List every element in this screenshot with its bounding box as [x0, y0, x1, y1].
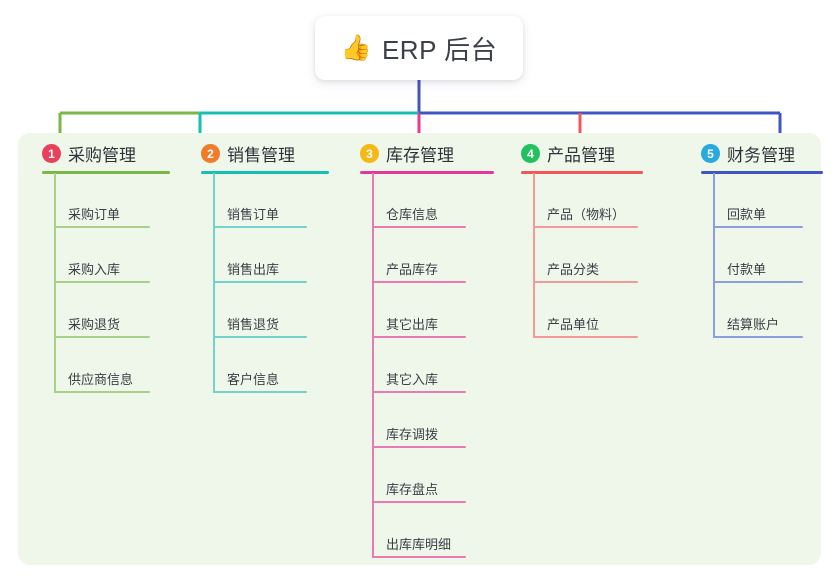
column-rule-3	[360, 171, 494, 174]
leaf-label: 出库库明细	[386, 537, 452, 552]
column-badge-3: 3	[360, 144, 379, 163]
leaf-label: 库存盘点	[386, 482, 439, 497]
leaf-item[interactable]: 其它入库	[372, 363, 466, 393]
column-rule-1	[42, 171, 170, 174]
leaf-item[interactable]: 供应商信息	[54, 363, 150, 393]
leaf-item[interactable]: 付款单	[713, 253, 803, 283]
column-title-3: 库存管理	[386, 146, 454, 165]
leaf-label: 付款单	[727, 262, 767, 277]
leaf-rule	[54, 281, 150, 283]
leaf-rule	[372, 446, 466, 448]
leaf-label: 销售订单	[227, 207, 280, 222]
leaf-rule	[533, 226, 638, 228]
column-badge-4: 4	[521, 144, 540, 163]
leaf-item[interactable]: 产品分类	[533, 253, 638, 283]
leaf-rule	[533, 281, 638, 283]
leaf-item[interactable]: 销售出库	[213, 253, 307, 283]
leaf-rule	[372, 226, 466, 228]
column-rule-5	[701, 171, 823, 174]
leaf-label: 采购订单	[68, 207, 121, 222]
column-badge-1: 1	[42, 144, 61, 163]
leaf-label: 产品单位	[547, 317, 600, 332]
leaf-rule	[372, 281, 466, 283]
column-badge-2: 2	[201, 144, 220, 163]
leaf-item[interactable]: 库存调拨	[372, 418, 466, 448]
column-header-2[interactable]: 2 销售管理	[201, 141, 295, 166]
leaf-item[interactable]: 销售退货	[213, 308, 307, 338]
column-title-2: 销售管理	[227, 146, 295, 165]
leaf-label: 销售出库	[227, 262, 280, 277]
column-title-4: 产品管理	[547, 146, 615, 165]
column-header-3[interactable]: 3 库存管理	[360, 141, 454, 166]
leaf-item[interactable]: 采购入库	[54, 253, 150, 283]
leaf-label: 仓库信息	[386, 207, 439, 222]
leaf-rule	[372, 336, 466, 338]
leaf-label: 回款单	[727, 207, 767, 222]
column-trunk-4	[533, 173, 535, 338]
leaf-item[interactable]: 产品（物料）	[533, 198, 638, 228]
leaf-rule	[54, 226, 150, 228]
leaf-rule	[372, 391, 466, 393]
column-trunk-2	[213, 173, 215, 393]
leaf-rule	[713, 336, 803, 338]
leaf-item[interactable]: 销售订单	[213, 198, 307, 228]
leaf-rule	[213, 281, 307, 283]
leaf-rule	[533, 336, 638, 338]
leaf-item[interactable]: 仓库信息	[372, 198, 466, 228]
column-badge-5: 5	[701, 144, 720, 163]
leaf-rule	[372, 501, 466, 503]
leaf-item[interactable]: 结算账户	[713, 308, 803, 338]
leaf-rule	[213, 391, 307, 393]
column-rule-2	[201, 171, 329, 174]
root-node[interactable]: 👍 ERP 后台	[315, 16, 523, 80]
leaf-label: 采购退货	[68, 317, 121, 332]
leaf-rule	[213, 226, 307, 228]
leaf-item[interactable]: 库存盘点	[372, 473, 466, 503]
leaf-rule	[713, 226, 803, 228]
leaf-label: 产品（物料）	[547, 207, 626, 222]
column-header-5[interactable]: 5 财务管理	[701, 141, 795, 166]
leaf-item[interactable]: 出库库明细	[372, 528, 466, 558]
leaf-item[interactable]: 采购退货	[54, 308, 150, 338]
leaf-label: 客户信息	[227, 372, 280, 387]
thumbs-up-icon: 👍	[340, 33, 372, 62]
leaf-label: 采购入库	[68, 262, 121, 277]
leaf-rule	[213, 336, 307, 338]
leaf-item[interactable]: 回款单	[713, 198, 803, 228]
leaf-rule	[372, 556, 466, 558]
leaf-item[interactable]: 采购订单	[54, 198, 150, 228]
column-rule-4	[521, 171, 643, 174]
leaf-rule	[54, 391, 150, 393]
column-header-1[interactable]: 1 采购管理	[42, 141, 136, 166]
column-title-1: 采购管理	[68, 146, 136, 165]
column-title-5: 财务管理	[727, 146, 795, 165]
branches-panel: 1 采购管理采购订单采购入库采购退货供应商信息 2 销售管理销售订单销售出库销售退货客…	[18, 133, 823, 565]
leaf-label: 供应商信息	[68, 372, 134, 387]
leaf-item[interactable]: 客户信息	[213, 363, 307, 393]
column-trunk-3	[372, 173, 374, 558]
leaf-label: 其它入库	[386, 372, 439, 387]
leaf-label: 销售退货	[227, 317, 280, 332]
leaf-rule	[54, 336, 150, 338]
root-title: ERP 后台	[381, 34, 498, 65]
leaf-label: 其它出库	[386, 317, 439, 332]
column-trunk-1	[54, 173, 56, 393]
leaf-label: 结算账户	[727, 317, 780, 332]
leaf-item[interactable]: 产品单位	[533, 308, 638, 338]
leaf-item[interactable]: 其它出库	[372, 308, 466, 338]
leaf-item[interactable]: 产品库存	[372, 253, 466, 283]
column-trunk-5	[713, 173, 715, 338]
column-header-4[interactable]: 4 产品管理	[521, 141, 615, 166]
leaf-label: 产品分类	[547, 262, 600, 277]
leaf-label: 产品库存	[386, 262, 439, 277]
leaf-label: 库存调拨	[386, 427, 439, 442]
leaf-rule	[713, 281, 803, 283]
